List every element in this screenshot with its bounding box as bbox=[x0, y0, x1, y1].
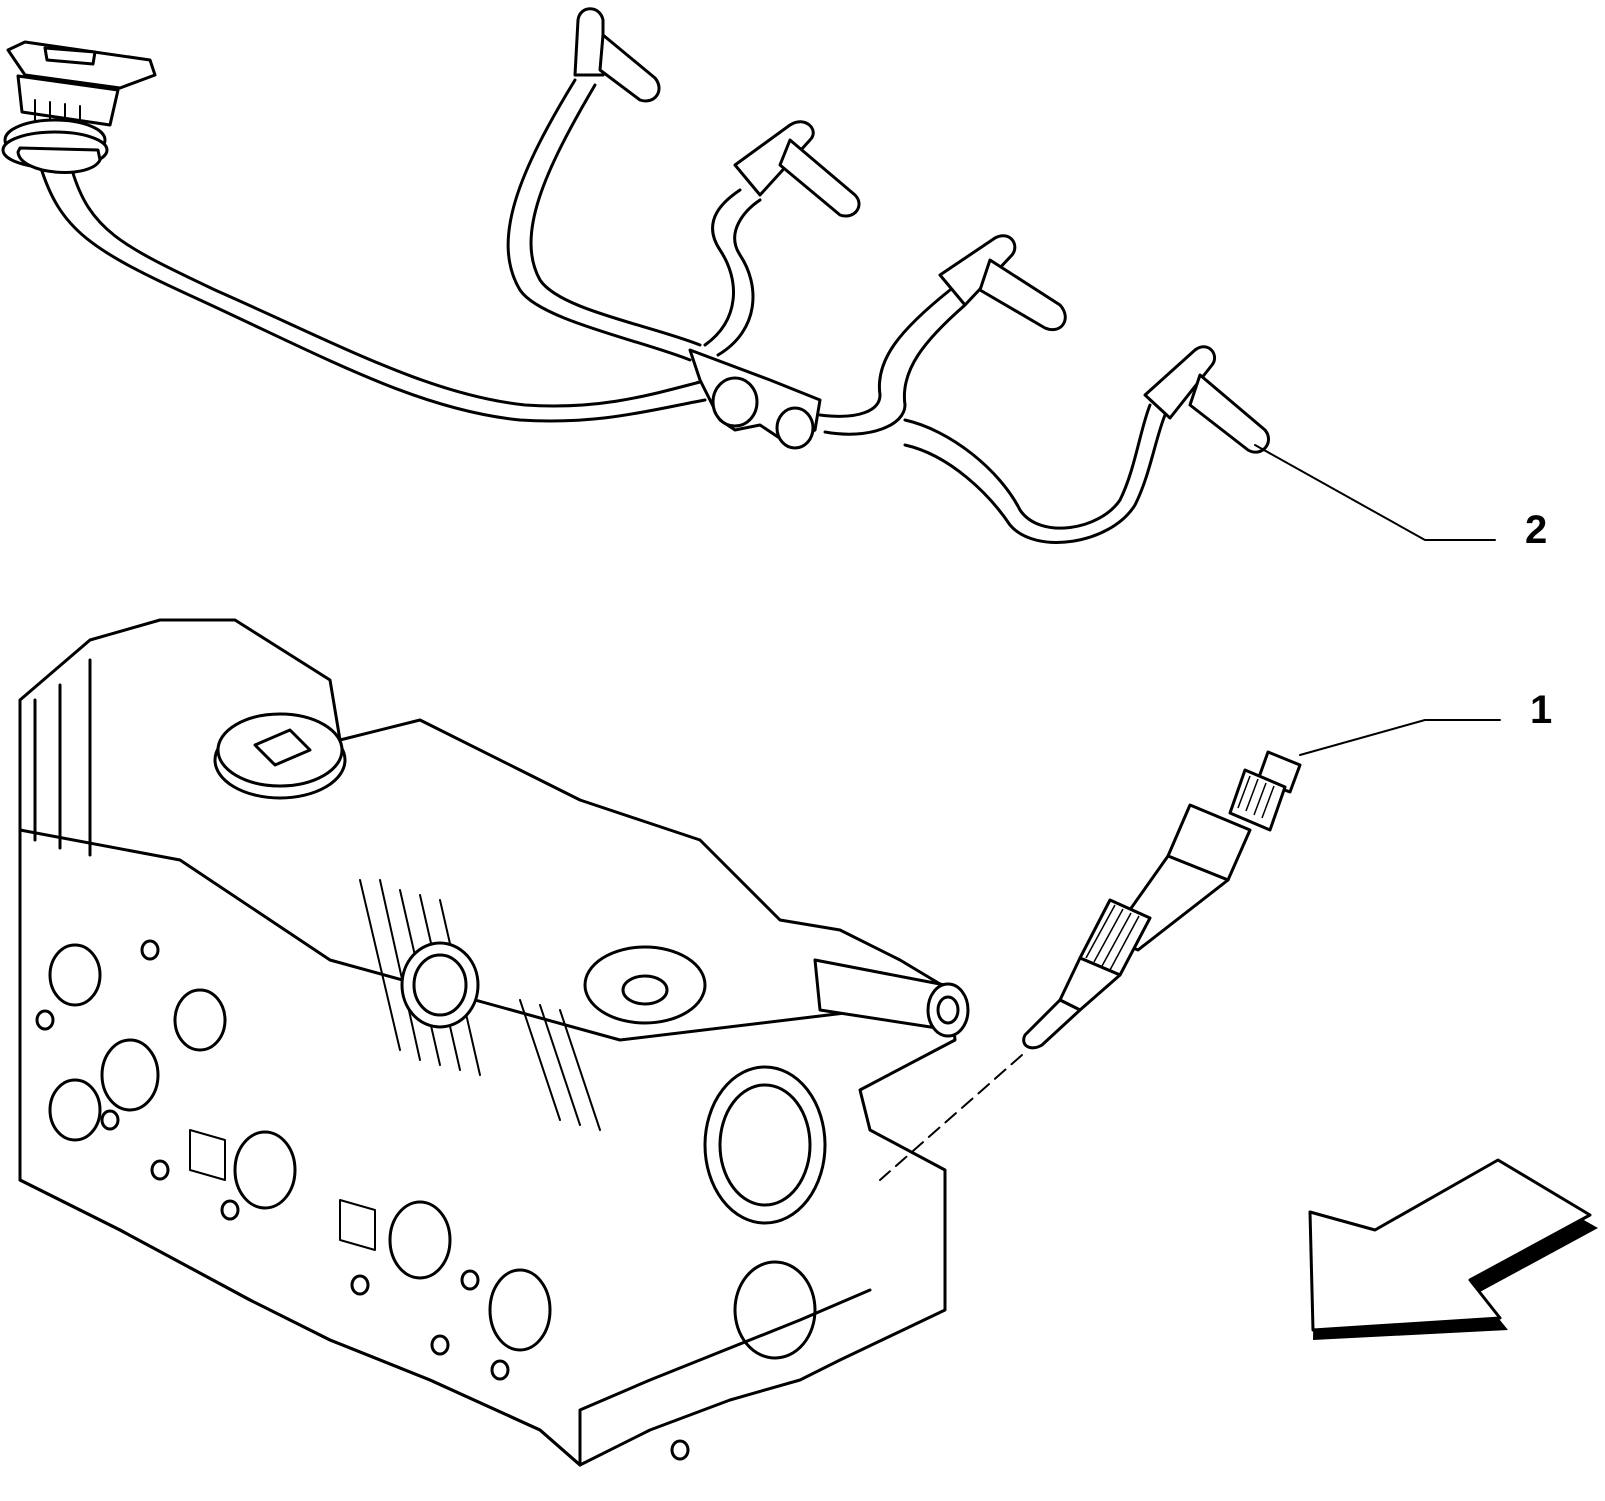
callout-label-1: 1 bbox=[1530, 688, 1553, 732]
head-ports bbox=[35, 939, 817, 1461]
leader-line-2 bbox=[1254, 444, 1496, 541]
leader-line-1 bbox=[1299, 719, 1501, 756]
harness-lead-3 bbox=[938, 234, 1067, 332]
direction-arrow-icon bbox=[1308, 1158, 1598, 1340]
assembly-dashed-line bbox=[879, 1054, 1023, 1181]
glow-plug-wiring-harness bbox=[1, 7, 1271, 544]
harness-lead-2 bbox=[733, 120, 861, 218]
glow-plug bbox=[1022, 750, 1302, 1050]
oil-filler-cap bbox=[213, 712, 347, 800]
harness-lead-1 bbox=[573, 7, 661, 103]
harness-connector bbox=[1, 40, 157, 174]
harness-lead-4 bbox=[1143, 345, 1271, 454]
cylinder-head bbox=[18, 618, 970, 1467]
leader-lines bbox=[879, 444, 1501, 1181]
harness-junction bbox=[688, 348, 822, 450]
callout-label-2: 2 bbox=[1525, 508, 1548, 552]
